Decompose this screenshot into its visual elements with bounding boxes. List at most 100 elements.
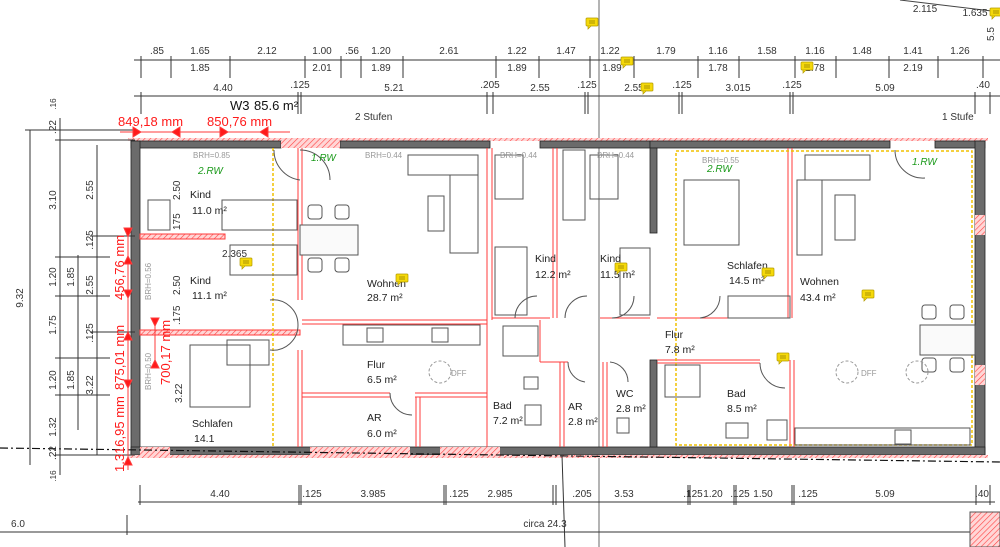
plan-text: Kind: [190, 189, 211, 201]
plan-text: BRH=0.44: [365, 151, 403, 160]
measurement-label[interactable]: 849,18 mm: [118, 114, 183, 129]
dim-label: 1.16: [708, 46, 728, 57]
plan-text: 2.8 m²: [616, 403, 646, 415]
room-kind-3: Kind 12.2 m²: [535, 253, 571, 281]
measurement-label[interactable]: 850,76 mm: [207, 114, 272, 129]
plan-text: DFF: [451, 369, 467, 378]
room-ar-1: AR6.0 m²: [367, 412, 397, 440]
comment-icon[interactable]: [989, 7, 1000, 20]
dim-label: .125: [730, 489, 750, 500]
dim-label: 1.89: [507, 63, 527, 74]
plan-text: BRH=0.56: [144, 262, 153, 300]
room-ar-2: AR2.8 m²: [568, 401, 598, 428]
plan-text: AR: [568, 401, 583, 413]
plan-text: 11.5 m²: [600, 269, 635, 281]
dim-label: .125: [302, 489, 322, 500]
dim-label: 1.85: [66, 267, 77, 287]
plan-text: 7.2 m²: [493, 415, 523, 427]
comment-icon[interactable]: [620, 56, 634, 69]
measurement-label[interactable]: 1.316,95 mm: [112, 396, 127, 472]
plan-text: 1.RW: [912, 157, 938, 168]
measurement-label[interactable]: 875,01 mm: [112, 325, 127, 390]
dim-label: 1.48: [852, 46, 872, 57]
dim-label: .205: [480, 80, 500, 91]
dim-label: 2.19: [903, 63, 923, 74]
comment-icon[interactable]: [640, 82, 654, 95]
dim-label: 9.32: [15, 288, 26, 308]
plan-text: 2.50: [172, 275, 183, 295]
dim-label: 2.01: [312, 63, 332, 74]
dim-label: .125: [85, 323, 96, 343]
dim-label: .56: [345, 46, 359, 57]
comment-icon[interactable]: [761, 267, 775, 280]
dim-label: 1.22: [507, 46, 527, 57]
dim-label: 2.61: [439, 46, 459, 57]
dim-label: .125: [449, 489, 469, 500]
comment-icon[interactable]: [239, 257, 253, 270]
plan-text: BRH=0.55: [702, 156, 740, 165]
unit-title: W3: [230, 98, 250, 113]
comment-icon[interactable]: [776, 352, 790, 365]
plan-text: Bad: [493, 400, 512, 412]
dim-label: .16: [49, 470, 58, 482]
dim-label: 5.21: [384, 83, 404, 94]
dim-label: 1.58: [757, 46, 777, 57]
plan-text: AR: [367, 412, 382, 424]
dim-label: 4.40: [210, 489, 230, 500]
dim-label: 3.10: [48, 190, 59, 210]
plan-text: 2.RW: [706, 164, 733, 175]
measurement-label[interactable]: 700,17 mm: [158, 320, 173, 385]
dim-label: 2.55: [85, 275, 96, 295]
plan-text: 11.1 m²: [192, 290, 227, 302]
measurement-label[interactable]: 456,76 mm: [112, 235, 127, 300]
outer-walls: [0, 138, 1000, 463]
plan-text: BRH=0.44: [597, 151, 635, 160]
dim-label: .125: [683, 489, 703, 500]
plan-text: BRH=0.85: [193, 151, 231, 160]
inner-dimension-labels: 2.50 175 2.365 2.50 .175 3.22: [172, 180, 247, 403]
dim-label: 3.22: [85, 375, 96, 395]
dim-label: 1.20: [371, 46, 391, 57]
plan-text: Kind: [535, 253, 556, 265]
plan-text: DFF: [861, 369, 877, 378]
plan-labels: W3 85.6 m² 2 Stufen 1 Stufe: [230, 98, 974, 123]
bottom-dimension-labels: 4.40 .125 3.985 .125 2.985 .205 3.53 .12…: [11, 489, 989, 530]
dim-label: 2.12: [257, 46, 277, 57]
dim-label: .85: [150, 46, 164, 57]
dim-label: 1.00: [312, 46, 332, 57]
dim-label: 1.78: [805, 63, 825, 74]
dim-label: 1.20: [48, 267, 59, 287]
dim-label: .125: [782, 80, 802, 91]
dim-label: .22: [48, 446, 59, 460]
plan-text: 14.5 m²: [729, 275, 765, 287]
measurement-overlay[interactable]: 849,18 mm 850,76 mm 456,76 mm 875,01 mm …: [112, 114, 290, 472]
dim-label: 2.115: [913, 4, 938, 15]
dim-label: 2.985: [487, 489, 512, 500]
dim-label: 5.09: [875, 489, 895, 500]
plan-text: 7.8 m²: [665, 344, 695, 356]
left-dimension-lines: [25, 118, 135, 475]
partition-walls: [139, 148, 973, 447]
dim-label: 1.20: [48, 370, 59, 390]
dim-label: 1.47: [556, 46, 576, 57]
left-dimension-labels: 9.32 .22 3.10 1.20 1.75 1.20 1.32 .22 1.…: [15, 98, 96, 482]
comment-icon[interactable]: [861, 289, 875, 302]
plan-text: .175: [172, 305, 183, 325]
dim-label: 1.41: [903, 46, 923, 57]
dim-label: 3.53: [614, 489, 634, 500]
furniture: [147, 149, 976, 446]
dim-label: 1.26: [950, 46, 970, 57]
comment-icon[interactable]: [585, 17, 599, 30]
dim-label: 1.78: [708, 63, 728, 74]
plan-text: 175: [172, 213, 183, 230]
plan-text: 12.2 m²: [535, 269, 571, 281]
dim-label: 1.32: [48, 417, 59, 437]
plan-text: 8.5 m²: [727, 403, 757, 415]
dim-label: .125: [290, 80, 310, 91]
